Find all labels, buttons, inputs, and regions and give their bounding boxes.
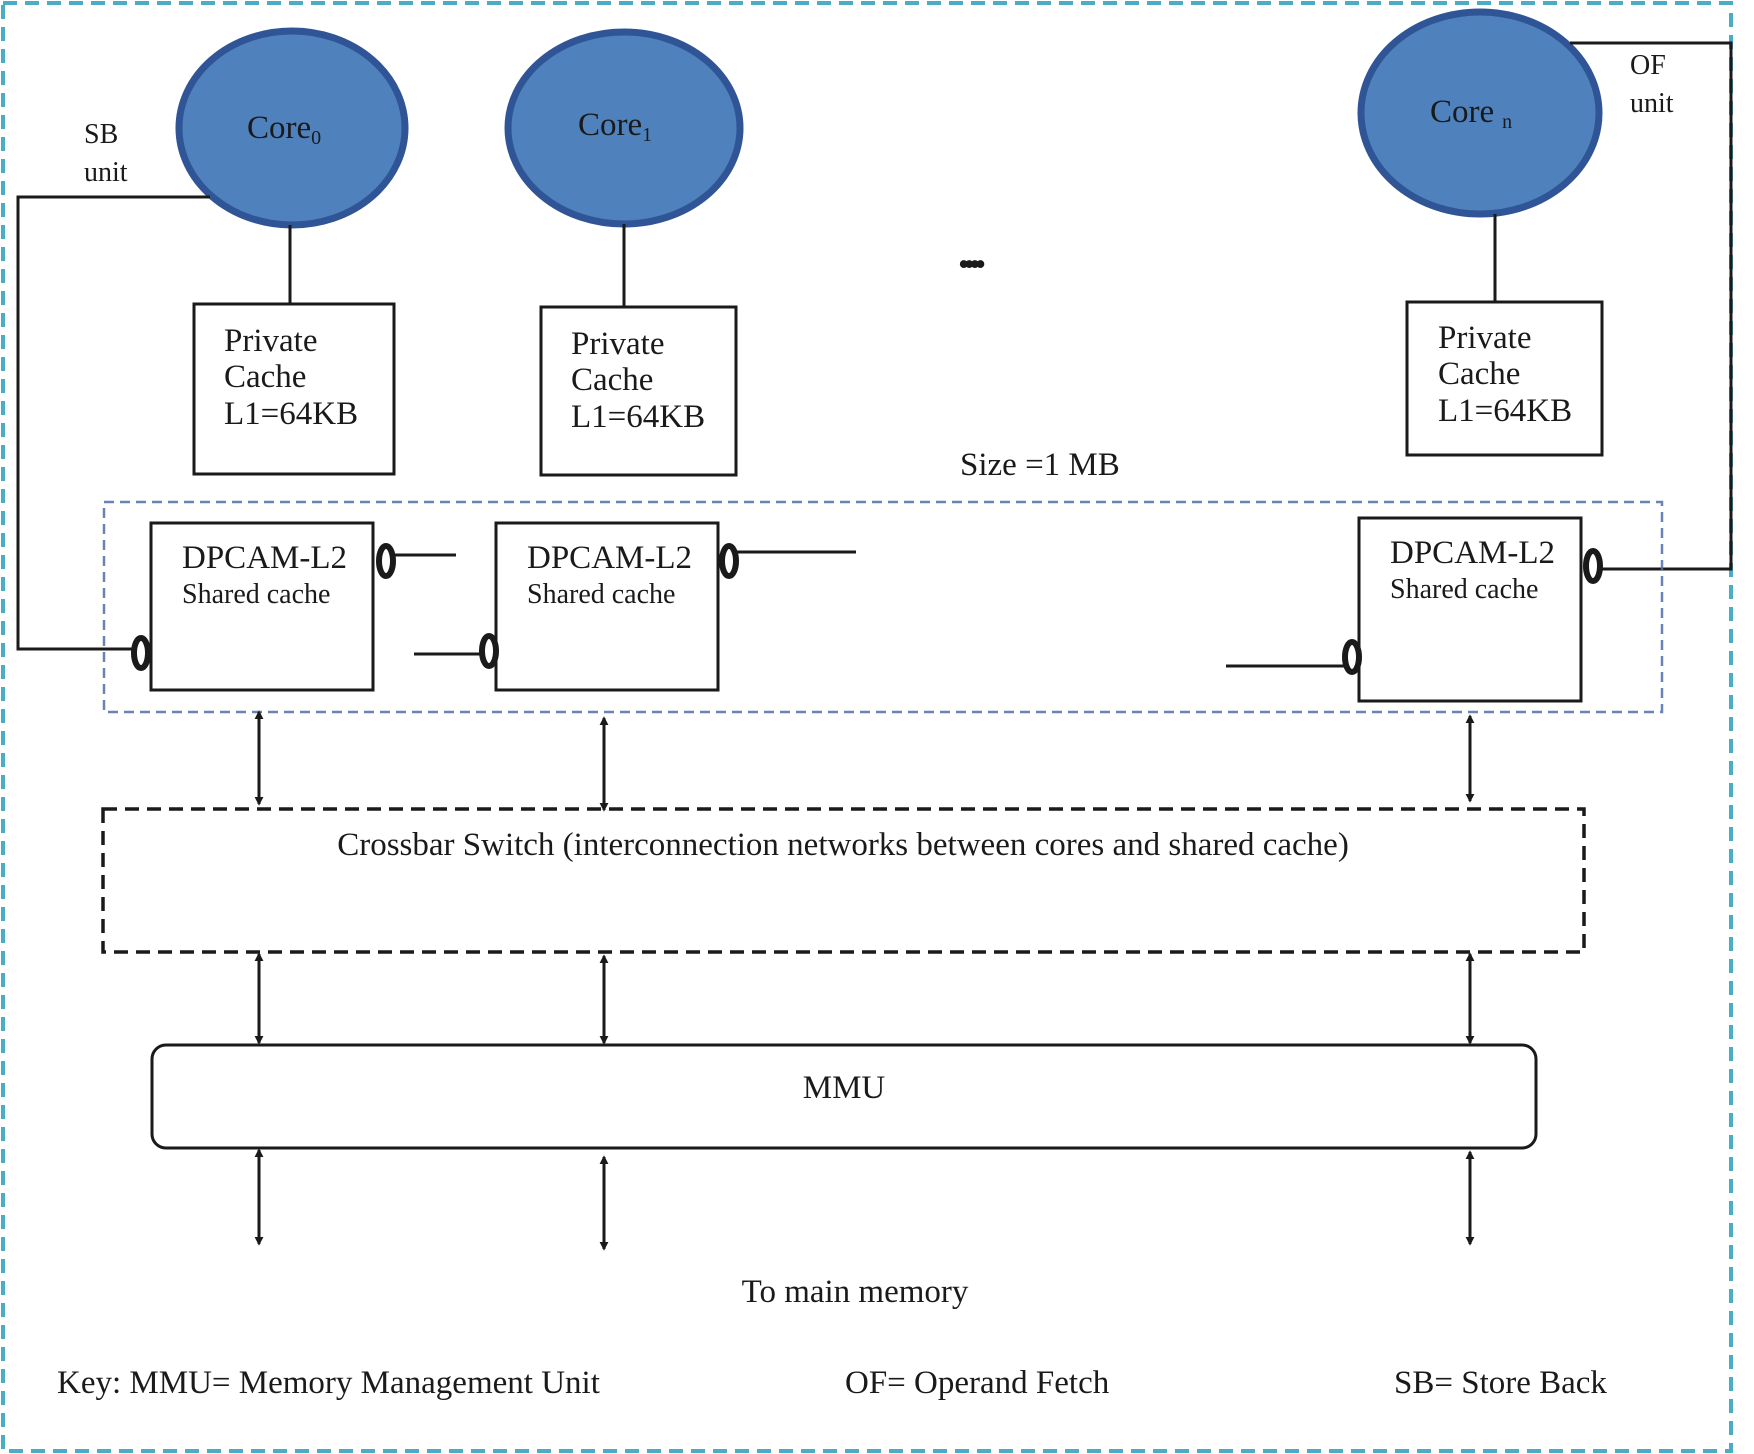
sb-unit-label-line2: unit (84, 157, 128, 188)
l2-cache-0-left-port (131, 635, 151, 671)
svg-text:Core1: Core1 (578, 107, 652, 146)
core-1-subscript: 1 (642, 124, 652, 146)
l2-shared-region (102, 500, 1664, 714)
main-memory-label: To main memory (742, 1274, 969, 1310)
l2-cache-n-title: DPCAM-L2 (1390, 535, 1555, 571)
size-label: Size =1 MB (960, 447, 1120, 483)
l2-cache-0 (149, 521, 375, 692)
key-of: OF= Operand Fetch (845, 1365, 1110, 1401)
core-0 (175, 27, 409, 229)
core-n-label: Core (1430, 94, 1494, 130)
private-cache-0 (192, 302, 396, 476)
l2-cache-n-subtitle: Shared cache (1390, 574, 1538, 605)
of-unit-label-line2: unit (1630, 88, 1674, 119)
private-cache-n-line1: Private (1438, 320, 1531, 356)
private-cache-n-line3: L1=64KB (1438, 393, 1572, 429)
private-cache-n (1405, 300, 1604, 457)
core-1-label: Core (578, 107, 642, 143)
private-cache-0-line3: L1=64KB (224, 396, 358, 432)
l2-cache-0-group: DPCAM-L2 Shared cache (131, 521, 456, 692)
l2-cache-1-subtitle: Shared cache (527, 579, 675, 610)
of-unit-label-line1: OF (1630, 50, 1666, 81)
private-cache-1 (539, 305, 738, 477)
svg-text:Core0: Core0 (247, 110, 321, 149)
l2-cache-1 (494, 521, 720, 692)
key-sb: SB= Store Back (1394, 1365, 1607, 1401)
crossbar-label: Crossbar Switch (interconnection network… (337, 827, 1349, 863)
private-cache-0-line2: Cache (224, 359, 306, 395)
l2-cache-1-right-port (719, 543, 739, 579)
core-n (1357, 8, 1603, 218)
l2-cache-1-group: DPCAM-L2 Shared cache (414, 521, 856, 692)
core-1-group: Core1 Private Cache L1=64KB (504, 28, 744, 477)
of-unit-link (1570, 41, 1733, 571)
key-mmu: Key: MMU= Memory Management Unit (57, 1365, 600, 1401)
private-cache-1-line3: L1=64KB (571, 399, 705, 435)
more-cores-ellipsis: •••• (958, 247, 985, 283)
sb-unit-label-line1: SB (84, 119, 118, 150)
l2-cache-1-left-port (479, 633, 499, 669)
l2-cache-0-subtitle: Shared cache (182, 579, 330, 610)
l2-cache-n (1357, 516, 1583, 703)
l2-cache-n-right-port (1583, 548, 1603, 584)
l2-cache-0-right-port (376, 543, 396, 579)
private-cache-1-line2: Cache (571, 362, 653, 398)
crossbar-switch (101, 807, 1586, 954)
private-cache-1-line1: Private (571, 326, 664, 362)
core-n-subscript: n (1502, 111, 1512, 133)
sb-unit-link (16, 195, 210, 651)
core-0-group: Core0 Private Cache L1=64KB (175, 27, 409, 476)
mmu-box (150, 1043, 1538, 1150)
private-cache-0-line1: Private (224, 323, 317, 359)
private-cache-n-line2: Cache (1438, 356, 1520, 392)
l2-cache-1-title: DPCAM-L2 (527, 540, 692, 576)
mmu-label: MMU (803, 1070, 886, 1106)
core-0-label: Core (247, 110, 311, 146)
core-0-subscript: 0 (311, 127, 321, 149)
l2-cache-0-title: DPCAM-L2 (182, 540, 347, 576)
l2-cache-n-left-port (1342, 639, 1362, 675)
l2-cache-n-group: DPCAM-L2 Shared cache (1226, 516, 1603, 703)
